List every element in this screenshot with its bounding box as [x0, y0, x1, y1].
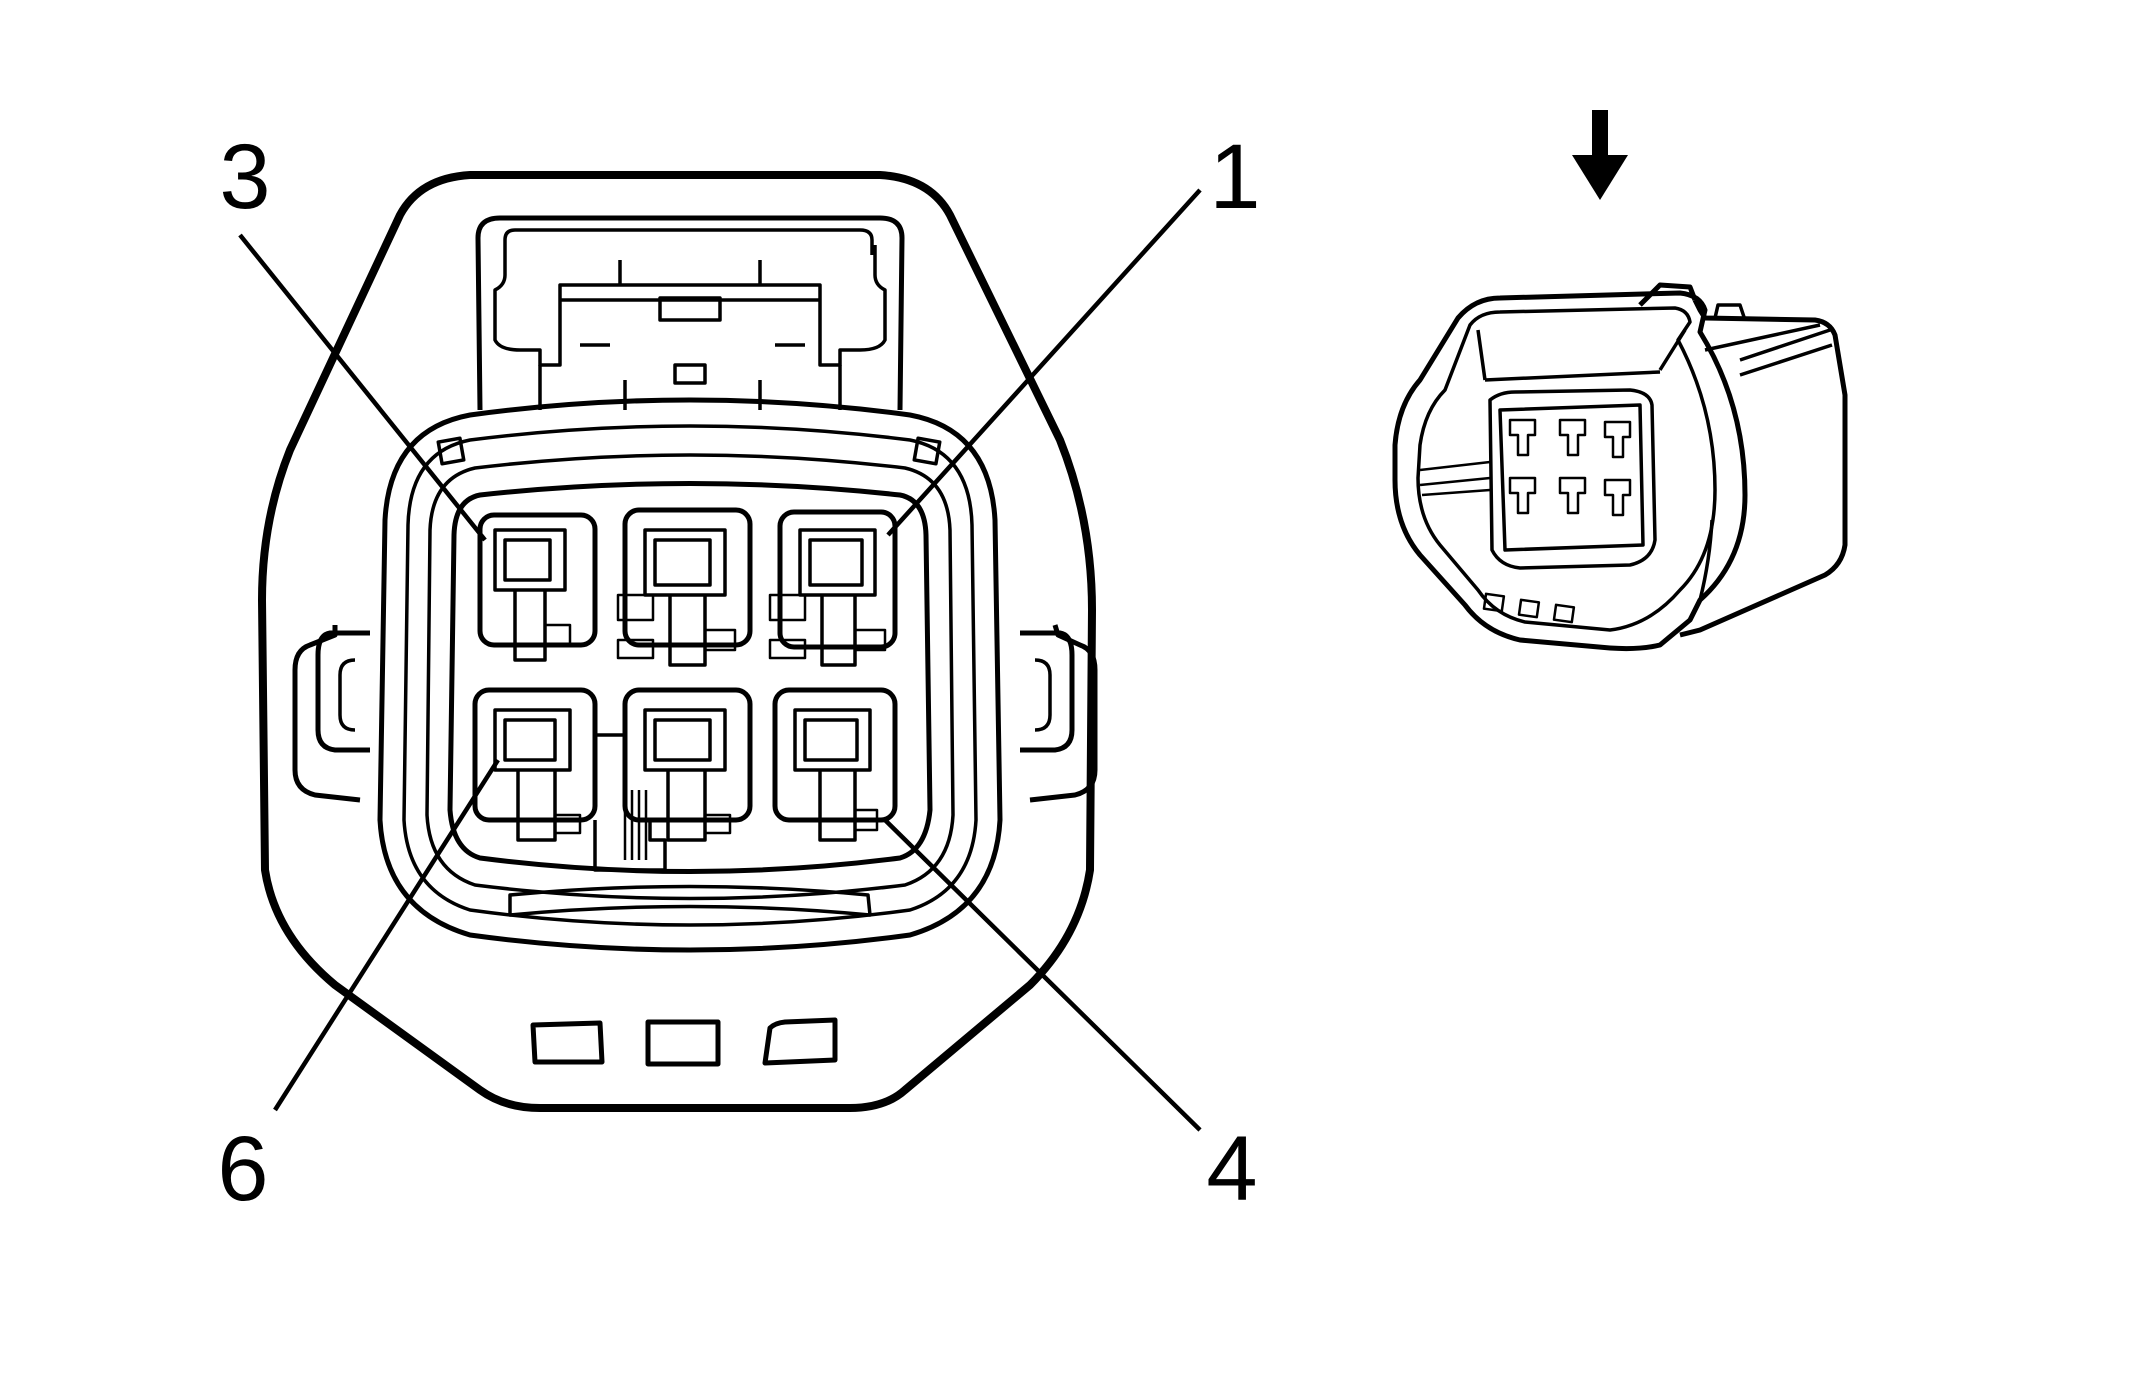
connector-left-tab	[315, 630, 370, 753]
leader-line-6	[273, 758, 500, 1112]
terminal-cavity-4	[772, 687, 898, 842]
leader-line-4	[883, 818, 1202, 1132]
terminal-cavity-1	[768, 509, 898, 667]
pin-label-1: 1	[1209, 126, 1260, 228]
pin-label-6: 6	[217, 1118, 268, 1220]
connector-right-ear	[1029, 624, 1098, 803]
outer-seal-ring	[377, 397, 1003, 953]
connector-isometric-view	[1392, 282, 1848, 652]
terminal-cavity-2	[616, 507, 753, 667]
middle-seal-ring	[402, 424, 978, 927]
bottom-window-right	[762, 1017, 838, 1066]
leader-line-1	[886, 188, 1202, 537]
terminal-cavity-6	[472, 687, 598, 842]
connector-right-notch	[1034, 658, 1052, 732]
pin-labels: 3 1 6 4	[217, 126, 1260, 1220]
cavity-bottom-bar	[508, 884, 872, 917]
inner-seal-ring	[425, 453, 955, 901]
leader-lines	[238, 188, 1202, 1132]
connector-face-view	[258, 171, 1098, 1112]
connector-left-notch	[338, 658, 356, 732]
leader-line-3	[238, 233, 487, 542]
terminal-cavity-3	[477, 512, 598, 662]
bottom-window-center	[645, 1019, 721, 1067]
arrow-down-icon	[1572, 110, 1628, 200]
iso-terminals	[1508, 418, 1632, 517]
connector-left-ear	[292, 625, 361, 803]
pin-label-3: 3	[219, 126, 270, 228]
connector-right-tab	[1020, 630, 1075, 753]
bottom-window-left	[530, 1020, 605, 1065]
terminal-cavity-5	[595, 687, 753, 842]
connector-outer-housing	[258, 171, 1096, 1112]
pin-label-4: 4	[1206, 1118, 1257, 1220]
center-key	[593, 820, 667, 872]
center-key-ribs	[623, 790, 648, 860]
locking-latch	[475, 215, 905, 411]
